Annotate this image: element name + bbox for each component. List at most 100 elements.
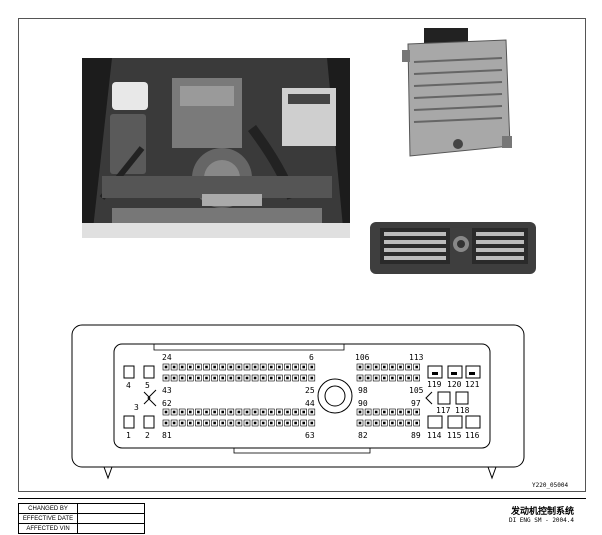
pin-cavity: [405, 408, 412, 416]
pin-contact: [374, 365, 378, 369]
figure-reference-code: Y220_05004: [532, 482, 569, 489]
pin-cavity: [267, 374, 275, 382]
pin-label: 117: [436, 406, 451, 415]
ecu-connector-photo: [368, 218, 538, 278]
pin-cavity: [389, 374, 396, 382]
pin-cavity: [178, 374, 186, 382]
document-title: 发动机控制系统: [510, 507, 574, 517]
pin-cavity: [267, 408, 275, 416]
pin-cavity: [276, 363, 283, 371]
pin-cavity: [397, 374, 404, 382]
pin-contact: [415, 410, 419, 414]
pin-cavity: [380, 408, 388, 416]
pin-contact: [205, 365, 208, 369]
pin-cavity: [364, 374, 372, 382]
pin-contact: [286, 365, 289, 369]
pin-cavity: [195, 419, 202, 427]
pin-cavity: [413, 408, 421, 416]
pin-cavity: [380, 363, 388, 371]
pin-contact: [253, 421, 257, 425]
pin-label: 119: [427, 380, 442, 389]
pin-contact: [374, 421, 378, 425]
pin-contact: [374, 410, 378, 414]
pin-cavity: [243, 408, 251, 416]
pin-cavity: [178, 419, 186, 427]
pin-cavity: [170, 419, 178, 427]
pin-contact: [374, 376, 378, 380]
pin-label: 62: [162, 399, 172, 408]
pin-contact: [407, 365, 410, 369]
pin-contact: [229, 365, 233, 369]
pin-cavity: [276, 419, 283, 427]
pin-cavity: [267, 363, 275, 371]
pin-label: 63: [305, 431, 315, 440]
pin-contact: [302, 410, 306, 414]
pin-contact: [382, 376, 386, 380]
pin-label: 98: [358, 386, 368, 395]
pin-contact: [221, 376, 224, 380]
pin-contact: [261, 421, 265, 425]
diagram-frame: [18, 18, 586, 492]
pin-contact: [172, 421, 176, 425]
pin-cavity: [235, 363, 243, 371]
pin-contact: [294, 365, 297, 369]
pin-cavity: [292, 419, 299, 427]
pin-contact: [237, 410, 241, 414]
pin-cavity: [259, 419, 267, 427]
pin-contact: [399, 410, 402, 414]
pin-cavity: [211, 363, 218, 371]
pin-cavity: [251, 363, 259, 371]
pin-cavity: [300, 408, 308, 416]
pin-cavity: [170, 363, 178, 371]
pin-contact: [286, 421, 289, 425]
pin-cavity: [195, 408, 202, 416]
pin-cavity: [251, 419, 259, 427]
pin-cavity: [235, 408, 243, 416]
pin-contact: [382, 365, 386, 369]
pin-label: 121: [465, 380, 480, 389]
pin-contact: [245, 376, 249, 380]
pin-contact: [269, 421, 273, 425]
pin-cavity: [413, 419, 421, 427]
pin-label: 6: [309, 353, 314, 362]
pin-contact: [172, 365, 176, 369]
pin-cavity: [405, 363, 412, 371]
pin-cavity: [356, 419, 364, 427]
pin-cavity: [276, 374, 283, 382]
pin-cavity: [227, 374, 235, 382]
pin-cavity: [219, 419, 226, 427]
pin-label: 3: [134, 403, 139, 412]
title-block-rule: [18, 498, 586, 499]
pin-contact: [294, 410, 297, 414]
pin-contact: [205, 376, 208, 380]
pin-cavity: [219, 363, 226, 371]
pin-contact: [415, 365, 419, 369]
pin-cavity: [162, 374, 170, 382]
affected-vin-value: [77, 523, 145, 534]
pin-cavity: [300, 363, 308, 371]
pin-cavity: [284, 419, 291, 427]
pin-label: 24: [162, 353, 172, 362]
pin-cavity: [284, 363, 291, 371]
pin-contact: [164, 376, 168, 380]
pin-label: 90: [358, 399, 368, 408]
pin-contact: [294, 421, 297, 425]
pin-contact: [245, 421, 249, 425]
pin-cavity: [243, 374, 251, 382]
affected-vin-label: AFFECTED VIN: [18, 523, 78, 534]
pin-cavity: [211, 408, 218, 416]
pin-cavity: [380, 419, 388, 427]
pin-cavity: [292, 363, 299, 371]
pin-cavity: [308, 408, 316, 416]
pin-contact: [310, 410, 314, 414]
pin-cavity: [170, 374, 178, 382]
pin-label: 105: [409, 386, 424, 395]
pin-label: 25: [305, 386, 315, 395]
pin-contact: [415, 376, 419, 380]
pin-label: 116: [465, 431, 480, 440]
pin-contact: [197, 376, 200, 380]
pin-contact: [302, 376, 306, 380]
pin-contact: [253, 376, 257, 380]
pin-cavity: [219, 408, 226, 416]
